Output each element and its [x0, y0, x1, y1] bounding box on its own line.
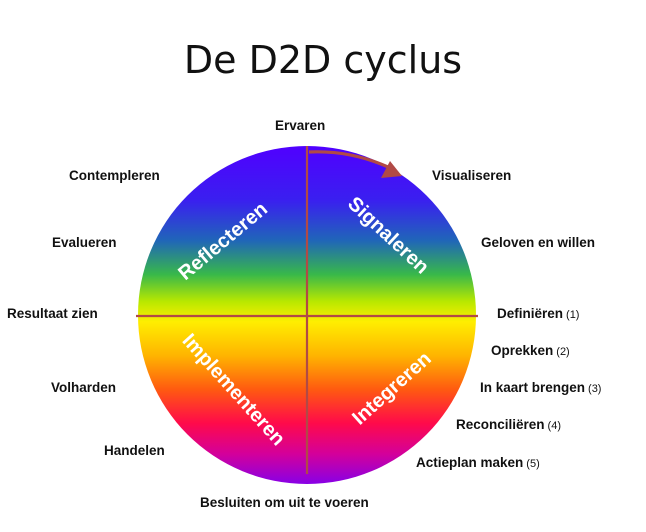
label-definieren-text: Definiëren — [497, 306, 564, 321]
label-actieplan-maken-text: Actieplan maken — [416, 455, 524, 470]
label-in-kaart-brengen-text: In kaart brengen — [480, 380, 586, 395]
label-oprekken-num: (2) — [556, 346, 570, 358]
label-ervaren: Ervaren — [275, 118, 326, 133]
label-in-kaart-brengen-num: (3) — [588, 383, 602, 395]
label-actieplan-maken: Actieplan maken(5) — [416, 455, 540, 470]
label-geloven-en-willen: Geloven en willen — [481, 235, 596, 250]
label-visualiseren: Visualiseren — [432, 168, 512, 183]
label-definieren: Definiëren(1) — [497, 306, 579, 321]
label-evalueren: Evalueren — [52, 235, 117, 250]
label-handelen: Handelen — [104, 443, 165, 458]
label-volharden: Volharden — [51, 380, 117, 395]
label-oprekken: Oprekken(2) — [491, 343, 570, 358]
page-title: De D2D cyclus — [183, 38, 463, 82]
label-besluiten: Besluiten om uit te voeren — [200, 495, 369, 510]
label-reconcilieren: Reconciliëren(4) — [456, 417, 561, 432]
label-oprekken-text: Oprekken — [491, 343, 554, 358]
arrow-head-icon — [381, 161, 402, 178]
label-in-kaart-brengen: In kaart brengen(3) — [480, 380, 601, 395]
label-contempleren: Contempleren — [69, 168, 160, 183]
label-reconcilieren-text: Reconciliëren — [456, 417, 545, 432]
cycle-direction-arrow — [308, 150, 389, 169]
label-actieplan-maken-num: (5) — [526, 458, 540, 470]
label-definieren-num: (1) — [566, 309, 580, 321]
label-resultaat-zien: Resultaat zien — [7, 306, 98, 321]
label-reconcilieren-num: (4) — [547, 420, 561, 432]
